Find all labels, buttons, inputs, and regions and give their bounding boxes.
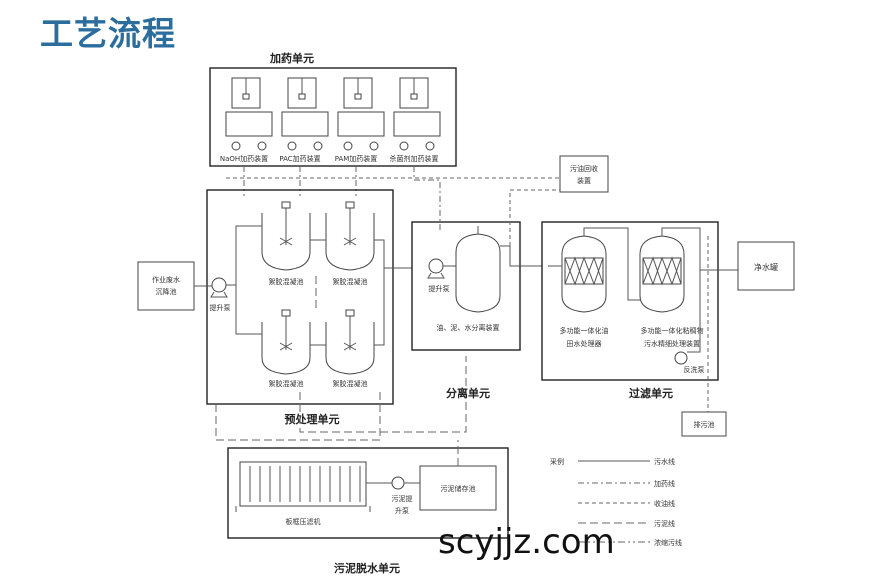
coagulation-tank-label: 絮胶混凝池 — [333, 379, 368, 388]
coagulation-tank: 絮胶混凝池 — [325, 201, 375, 286]
dewatering-unit-label: 污泥脱水单元 — [334, 561, 400, 575]
legend-item: 污泥线 — [654, 519, 675, 528]
legend-item: 浓缩污线 — [654, 538, 682, 547]
filter-press — [235, 461, 371, 512]
filter2-label-1: 多功能一体化粘稠物 — [641, 326, 704, 335]
oil-recovery-box — [559, 155, 609, 193]
dosing-label-bactericide: 杀菌剂加药装置 — [390, 154, 439, 163]
dosing-device: NaOH加药装置 — [220, 77, 273, 163]
legend-item: 加药线 — [654, 479, 675, 488]
clean-water-tank — [737, 241, 795, 291]
sludge-pump — [391, 476, 405, 490]
separation-vessel — [455, 233, 501, 313]
discharge-tank — [681, 411, 727, 437]
dosing-devices: NaOH加药装置 PAC加药装置 PAM加药装置 杀菌剂加药装置 — [220, 77, 441, 163]
oil-recovery-label-1: 污油回收 — [570, 164, 598, 173]
backwash-pump-label: 反洗泵 — [684, 365, 705, 374]
dosing-unit-frame — [209, 67, 457, 167]
dosing-label-naoh: NaOH加药装置 — [220, 154, 268, 163]
coagulation-tank: 絮胶混凝池 — [261, 309, 311, 388]
sludge-storage-label: 污泥储存池 — [441, 484, 476, 493]
dosing-device: 杀菌剂加药装置 — [390, 77, 441, 163]
backwash-pump — [674, 351, 688, 365]
filtration-piping — [548, 227, 738, 412]
pretreatment-pump-label: 提升泵 — [210, 303, 231, 312]
dosing-label-pam: PAM加药装置 — [335, 154, 378, 163]
separation-unit-label: 分离单元 — [446, 386, 490, 400]
separation-pump-label: 提升泵 — [429, 284, 450, 293]
clean-water-tank-label: 净水罐 — [754, 262, 778, 272]
legend-item: 收油线 — [654, 499, 675, 508]
filter1-label-1: 多功能一体化油 — [560, 326, 609, 335]
pretreatment-pump — [211, 277, 227, 293]
separation-unit-frame — [411, 221, 521, 351]
dosing-device: PAM加药装置 — [335, 77, 385, 163]
legend-item: 污水线 — [654, 457, 675, 466]
source-tank-label-1: 作业废水 — [152, 275, 180, 284]
coagulation-tank: 絮胶混凝池 — [325, 309, 375, 388]
legend: 采例 污水线 加药线 收油线 污泥线 浓缩污线 — [550, 457, 682, 547]
sludge-pump-label-2: 升泵 — [395, 506, 409, 515]
coagulation-tank-label: 絮胶混凝池 — [269, 379, 304, 388]
coagulation-tank-label: 絮胶混凝池 — [333, 277, 368, 286]
filter2-label-2: 污水精细处理装置 — [644, 339, 700, 348]
oil-recovery-label-2: 装置 — [577, 176, 591, 185]
pretreatment-unit-label: 预处理单元 — [285, 412, 340, 426]
coagulation-tank: 絮胶混凝池 — [261, 201, 311, 286]
filtration-unit-frame — [541, 221, 719, 381]
separation-pump — [428, 258, 444, 274]
dewatering-unit-frame — [227, 447, 509, 539]
coagulation-tank-label: 絮胶混凝池 — [269, 277, 304, 286]
filtration-unit-label: 过滤单元 — [629, 386, 673, 400]
discharge-tank-label: 排污池 — [694, 420, 715, 429]
watermark: scyjjz.com — [438, 522, 615, 562]
separation-vessel-label: 油、泥、水分离装置 — [437, 323, 500, 332]
pretreatment-piping — [215, 225, 467, 441]
filter1-label-2: 田水处理器 — [567, 339, 602, 348]
filter-vessel — [639, 235, 685, 313]
source-tank-label-2: 沉降池 — [156, 287, 177, 296]
filter-vessel — [561, 235, 607, 313]
legend-title: 采例 — [550, 457, 564, 466]
dosing-unit-label: 加药单元 — [269, 51, 314, 65]
filter-press-label: 板框压滤机 — [286, 517, 321, 526]
sludge-pump-label-1: 污泥提 — [392, 494, 413, 503]
page-title: 工艺流程 — [40, 14, 176, 53]
source-tank — [137, 261, 195, 311]
dosing-device: PAC加药装置 — [279, 77, 329, 163]
dosing-label-pac: PAC加药装置 — [279, 154, 320, 163]
sludge-storage-tank — [419, 465, 497, 511]
